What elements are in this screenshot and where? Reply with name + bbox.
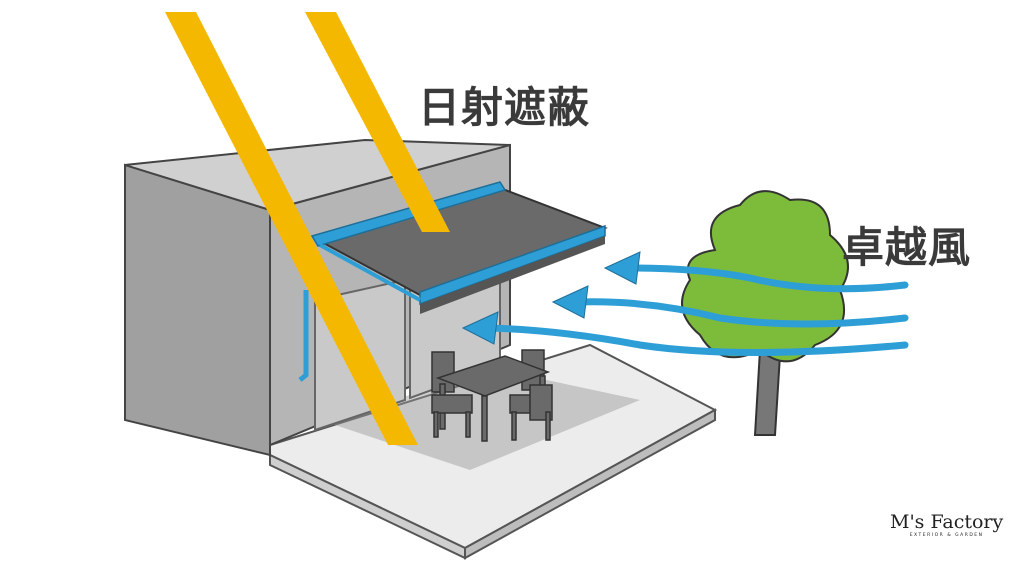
downpipe — [298, 290, 309, 382]
arrowhead-icon — [603, 251, 641, 285]
wind-arrow — [574, 298, 909, 328]
sunbeam — [305, 12, 450, 232]
wind-arrow — [486, 324, 909, 356]
brand-logo: M's Factory EXTERIOR & GARDEN — [890, 512, 1003, 538]
sun-shading-label: 日射遮蔽 — [418, 83, 591, 132]
logo-tagline: EXTERIOR & GARDEN — [909, 533, 984, 538]
arrowhead-icon — [551, 285, 589, 319]
patio-furniture — [431, 349, 553, 442]
prevailing-wind-label: 卓越風 — [842, 223, 972, 272]
deck-edge-right — [464, 408, 716, 560]
sunbeam — [165, 12, 418, 445]
logo-name: M's Factory — [890, 511, 1004, 533]
wind-arrow — [626, 264, 909, 293]
wind-arrows — [486, 264, 909, 356]
wall-top — [124, 138, 511, 212]
awning-arm — [319, 243, 421, 302]
arrowhead-icon — [461, 311, 499, 345]
awning-cassette — [310, 181, 507, 247]
side-wall — [124, 163, 271, 457]
awning-valance — [420, 236, 605, 314]
wind-arrowheads — [461, 251, 641, 345]
